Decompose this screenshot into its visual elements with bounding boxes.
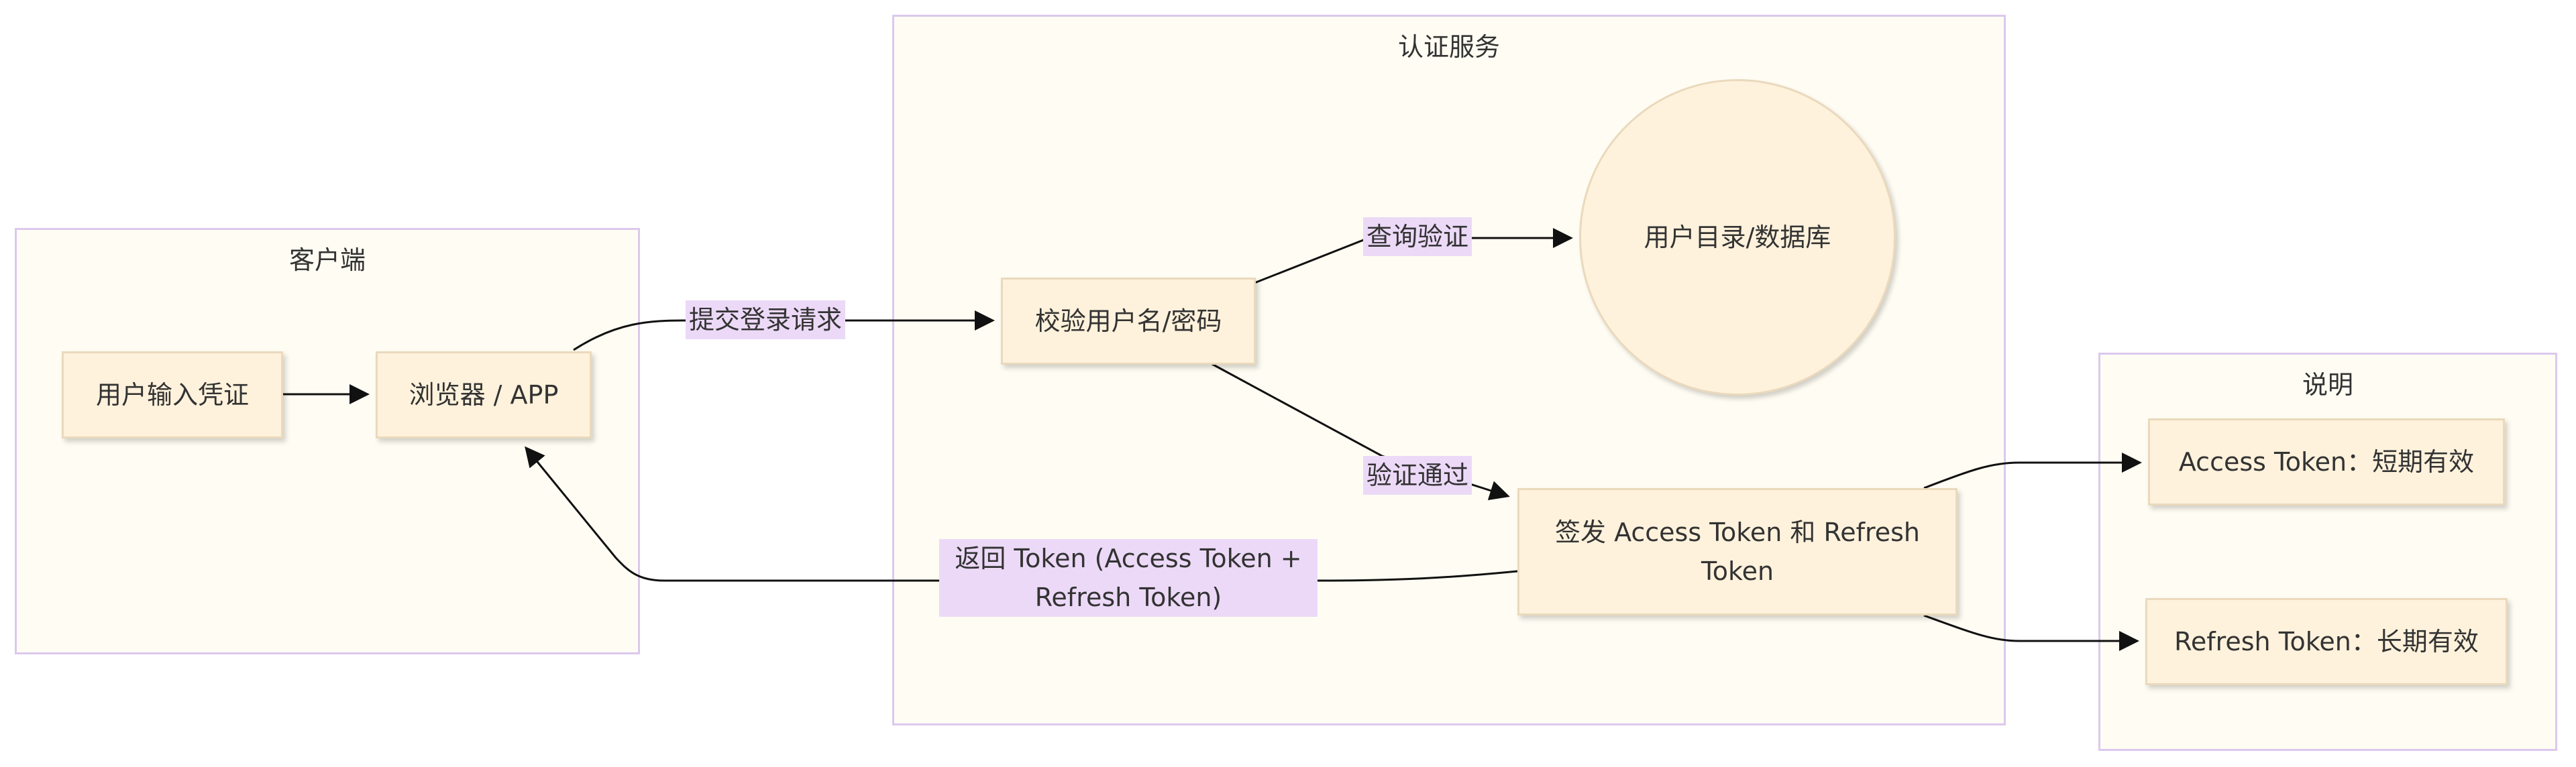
auth-cluster-title: 认证服务: [1397, 32, 1500, 62]
user-input-node: 用户输入凭证: [62, 351, 283, 438]
submit-login-edge-label: 提交登录请求: [686, 300, 845, 339]
client-cluster: 客户端: [15, 228, 640, 654]
edge-issue-to-browser: [525, 446, 1518, 582]
return-token-edge-label: 返回 Token (Access Token + Refresh Token): [939, 539, 1318, 617]
browser-app-node: 浏览器 / APP: [376, 351, 592, 438]
notes-cluster-title: 说明: [2302, 370, 2353, 400]
return-token-label-line2: Refresh Token): [1034, 583, 1222, 612]
edge-issue-to-access-note: [1923, 453, 2142, 489]
user-directory-db-node: 用户目录/数据库: [1579, 79, 1896, 396]
edge-browser-to-validate: [573, 310, 995, 351]
edge-issue-to-refresh-note: [1923, 614, 2139, 651]
client-cluster-title: 客户端: [288, 245, 366, 275]
access-token-note-node: Access Token：短期有效: [2148, 418, 2505, 506]
return-token-label-line1: 返回 Token (Access Token +: [955, 544, 1302, 573]
verification-passed-edge-label: 验证通过: [1363, 456, 1472, 495]
query-verify-edge-label: 查询验证: [1363, 217, 1472, 256]
validate-credentials-node: 校验用户名/密码: [1001, 278, 1256, 365]
refresh-token-note-node: Refresh Token：长期有效: [2145, 598, 2508, 685]
issue-tokens-node: 签发 Access Token 和 Refresh Token: [1517, 488, 1957, 615]
